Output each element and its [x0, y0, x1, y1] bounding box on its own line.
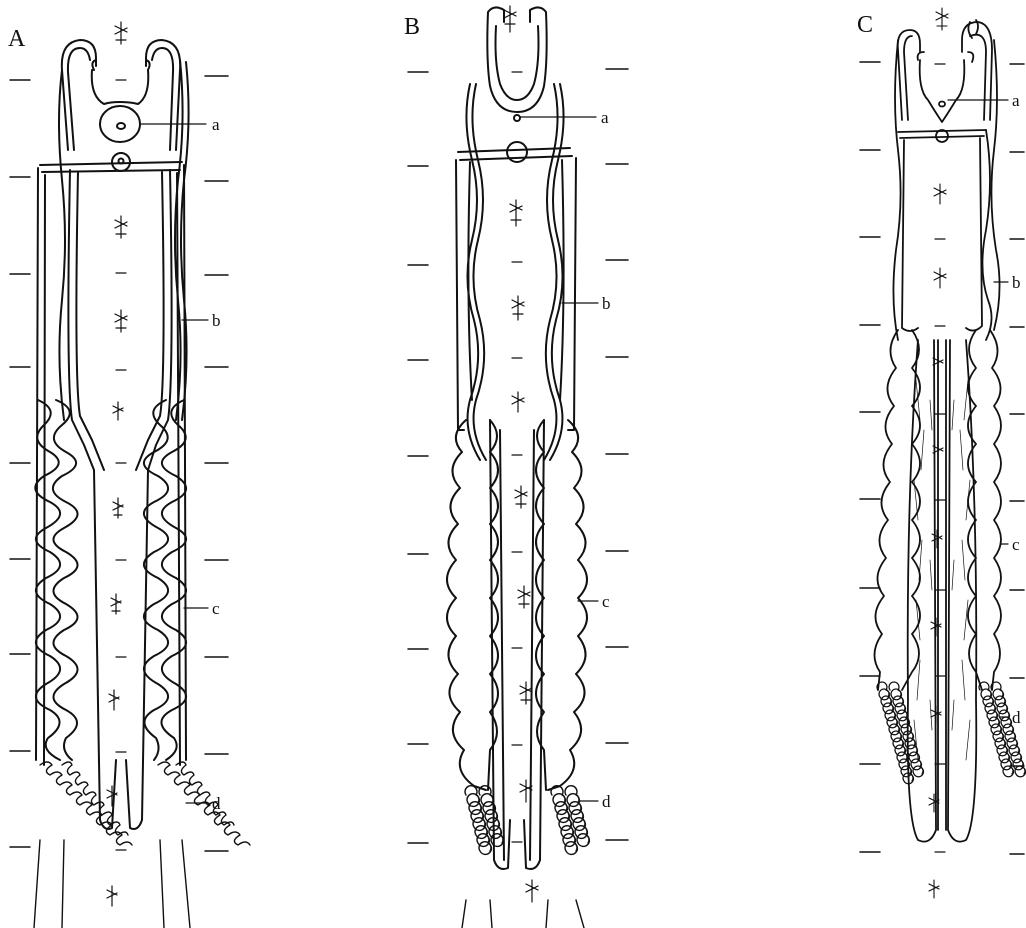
panel-b-callout-d: d [602, 792, 611, 811]
panel-b: B [404, 6, 628, 928]
panel-a-midline-ticks [116, 80, 126, 850]
panel-a-body [35, 40, 188, 829]
panel-b-callout-b: b [602, 294, 611, 313]
panel-b-body [447, 7, 587, 869]
panel-a-callout-c: c [212, 599, 220, 618]
panel-b-callout-c: c [602, 592, 610, 611]
panel-c: C [857, 8, 1025, 898]
panel-a: A [8, 22, 250, 928]
panel-b-callout-a: a [601, 108, 609, 127]
panel-a-callout-d: d [212, 794, 221, 813]
panel-a-callout-a: a [212, 115, 220, 134]
panel-b-midline-ticks [512, 72, 522, 842]
panel-c-coils [877, 682, 1025, 784]
panel-c-callouts: a b c d [948, 91, 1021, 727]
panel-c-callout-d: d [1012, 708, 1021, 727]
panel-c-callout-a: a [1012, 91, 1020, 110]
panel-c-striations [914, 380, 970, 760]
panel-letter-b: B [404, 14, 420, 40]
panel-c-callout-c: c [1012, 535, 1020, 554]
panel-b-scale-ticks [408, 69, 628, 843]
panel-a-callout-b: b [212, 311, 221, 330]
panel-c-callout-b: b [1012, 273, 1021, 292]
panel-letter-a: A [8, 26, 26, 52]
panel-letter-c: C [857, 12, 873, 38]
panel-c-body [874, 20, 1001, 842]
